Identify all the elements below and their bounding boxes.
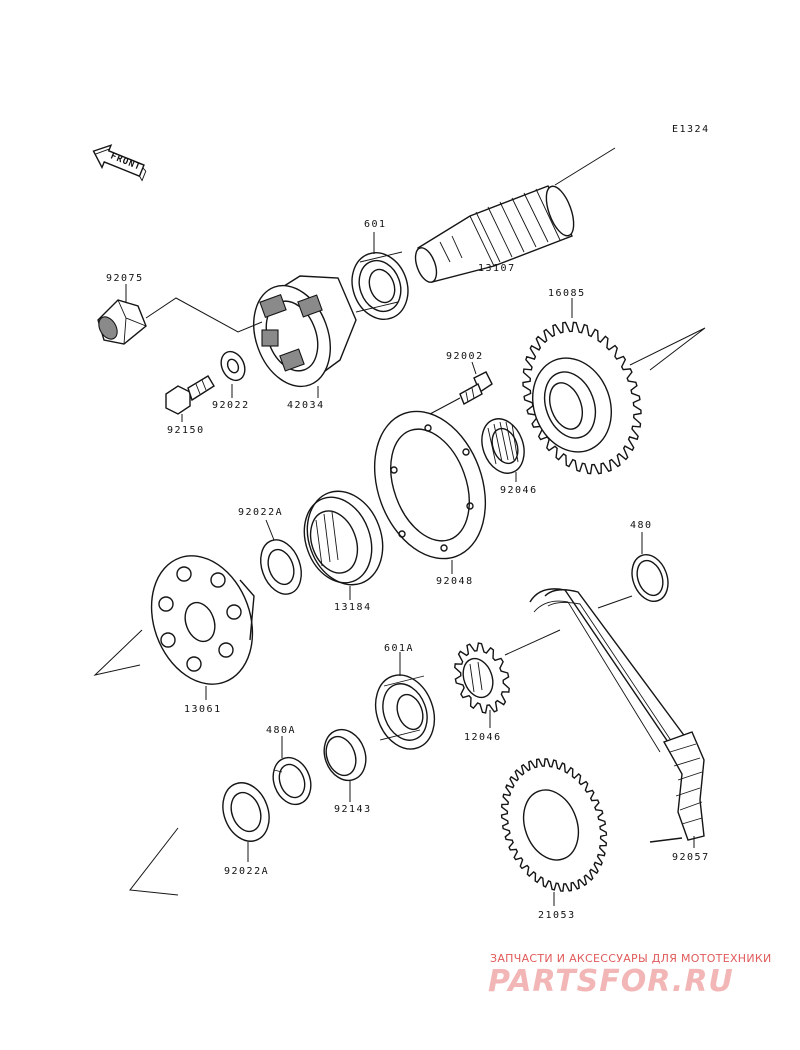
label-92002: 92002 [446,351,484,362]
part-92022A-washer-bottom [222,782,270,842]
watermark-logo: PARTSFOR.RU [488,964,734,999]
part-12046-sprocket [454,642,510,714]
part-13107-spline-shaft [414,185,575,283]
diagram-code: E1324 [672,124,710,135]
label-92150: 92150 [167,425,205,436]
part-13184-ring [303,490,384,586]
label-13107: 13107 [478,263,516,274]
label-92057: 92057 [672,852,710,863]
label-16085: 16085 [548,288,586,299]
part-92143-collar [323,728,367,782]
watermark-tagline: ЗАПЧАСТИ И АКСЕССУАРЫ ДЛЯ МОТОТЕХНИКИ [490,952,772,965]
part-92048-plate [373,410,487,560]
label-92075: 92075 [106,273,144,284]
part-92075-sleeve [97,299,147,345]
part-92002-bolt [459,371,493,405]
axis-lines [93,147,706,896]
part-92150-bolt [165,375,215,415]
label-92022: 92022 [212,400,250,411]
part-92046-needle-bearing [481,418,525,474]
label-21053: 21053 [538,910,576,921]
leader-92022A-top [265,519,275,541]
front-arrow-icon [92,144,147,182]
label-92046: 92046 [500,485,538,496]
label-92022A-bottom: 92022A [224,866,269,877]
leader-92002 [471,361,477,375]
label-13061: 13061 [184,704,222,715]
leader-92002-to-92048 [429,397,461,415]
part-480-circlip [631,554,669,602]
part-601-bearing [351,251,409,320]
part-13061-hub [150,555,255,685]
part-16085-gear [522,321,642,475]
label-480: 480 [630,520,653,531]
part-92022A-washer-top [260,539,302,595]
part-42034-one-way-clutch [253,275,357,388]
label-42034: 42034 [287,400,325,411]
label-601: 601 [364,219,387,230]
part-601A-bearing [374,674,436,750]
label-601A: 601A [384,643,414,654]
label-480A: 480A [266,725,296,736]
label-92048: 92048 [436,576,474,587]
leader-92075-to-42034 [145,297,263,333]
part-480A-circlip [272,756,312,806]
label-92143: 92143 [334,804,372,815]
label-12046: 12046 [464,732,502,743]
label-13184: 13184 [334,602,372,613]
label-92022A-top: 92022A [238,507,283,518]
part-21053-sprocket [500,758,608,892]
part-92057-chain [529,588,705,843]
part-92022-washer [220,350,246,382]
